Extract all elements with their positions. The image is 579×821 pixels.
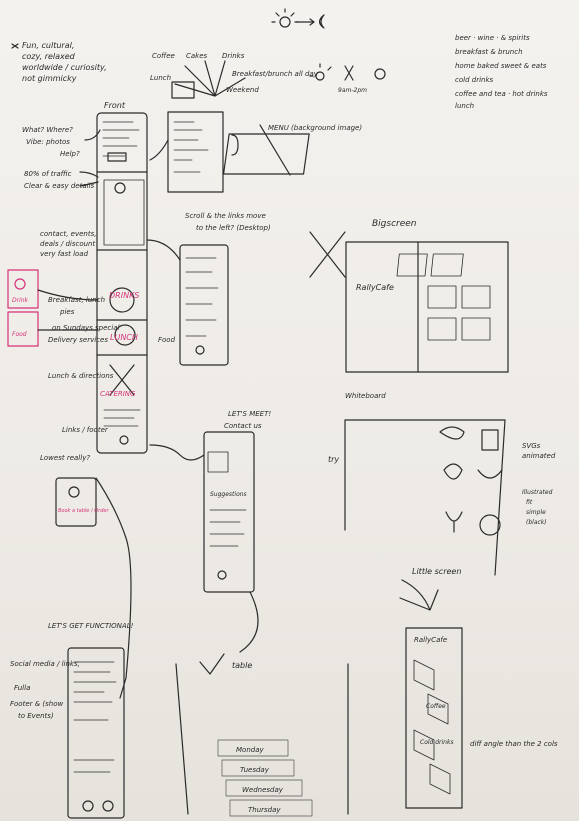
svg-text:MENU (background image): MENU (background image) [268, 124, 362, 132]
menu-page-sketch: MENU (background image) [167, 111, 362, 193]
svg-text:try: try [328, 455, 339, 464]
svg-text:RallyCafe: RallyCafe [414, 636, 447, 644]
svg-text:Coffee: Coffee [426, 703, 446, 710]
svg-text:home baked sweet & eats: home baked sweet & eats [455, 62, 547, 70]
front-label: Front [104, 101, 126, 110]
svg-text:Vibe: photos: Vibe: photos [26, 138, 70, 146]
svg-text:LET'S GET FUNCTIONAL!: LET'S GET FUNCTIONAL! [48, 622, 134, 630]
svg-text:diff angle than the 2 cols: diff angle than the 2 cols [470, 740, 558, 748]
scroll-note: Scroll & the links move [185, 212, 266, 220]
svg-text:Delivery services: Delivery services [48, 336, 108, 344]
svg-text:Book a table / Order: Book a table / Order [58, 508, 109, 514]
svg-text:not gimmicky: not gimmicky [22, 74, 77, 83]
svg-text:Tuesday: Tuesday [240, 766, 270, 774]
svg-text:table: table [232, 661, 252, 670]
food-phone-sketch: Food [158, 244, 229, 366]
svg-text:cold drinks: cold drinks [455, 76, 494, 84]
svg-text:Suggestions: Suggestions [210, 491, 247, 498]
svg-text:What? Where?: What? Where? [22, 126, 73, 134]
svg-text:Footer & (show: Footer & (show [10, 700, 64, 708]
svg-text:worldwide / curiosity,: worldwide / curiosity, [22, 63, 107, 72]
svg-text:RallyCafe: RallyCafe [356, 283, 394, 292]
svg-text:simple: simple [526, 509, 546, 516]
svg-text:Food: Food [12, 331, 27, 338]
svg-text:(black): (black) [526, 519, 547, 526]
svg-text:SVGs: SVGs [522, 442, 541, 450]
svg-text:Wednesday: Wednesday [242, 786, 284, 794]
svg-text:Bigscreen: Bigscreen [372, 219, 417, 229]
svg-text:Cold drinks: Cold drinks [420, 739, 454, 746]
svg-text:lunch: lunch [455, 102, 474, 110]
svg-text:cozy, relaxed: cozy, relaxed [22, 52, 76, 61]
little-screen-sketch: Little screen RallyCafe Coffee Cold drin… [399, 567, 558, 809]
svg-text:Lowest really?: Lowest really? [40, 454, 90, 462]
sun-moon-icons: 9am-2pm [271, 8, 386, 94]
svg-text:coffee and tea · hot drinks: coffee and tea · hot drinks [455, 90, 548, 98]
svg-text:Lunch & directions: Lunch & directions [48, 372, 114, 380]
flow-lines [95, 139, 259, 699]
svg-text:deals / discount: deals / discount [40, 240, 95, 248]
notes-top-left: Fun, cultural, cozy, relaxed worldwide /… [11, 41, 107, 83]
svg-text:Weekend: Weekend [226, 86, 259, 94]
svg-text:Illustrated: Illustrated [522, 489, 553, 496]
contact-phone-sketch: LET'S MEET! Contact us Suggestions [203, 410, 271, 593]
svg-text:animated: animated [522, 452, 556, 460]
svg-text:Fulla: Fulla [14, 684, 30, 692]
svg-text:Clear & easy details: Clear & easy details [24, 182, 95, 190]
notes-left-mid: contact, events, deals / discount very f… [40, 230, 96, 258]
svg-text:Monday: Monday [236, 746, 264, 754]
svg-text:80% of traffic: 80% of traffic [24, 170, 72, 178]
svg-text:fit: fit [526, 499, 533, 506]
phone-mockup-main: DRINKS LUNCH CATERING [96, 112, 148, 454]
svg-text:Lunch: Lunch [150, 74, 171, 82]
svg-text:Help?: Help? [60, 150, 80, 158]
svg-text:contact, events,: contact, events, [40, 230, 96, 238]
svg-text:Whiteboard: Whiteboard [345, 392, 386, 400]
svg-text:Cakes: Cakes [186, 52, 208, 60]
menu-words-cluster: Coffee Cakes Drinks Lunch Breakfast/brun… [150, 52, 319, 99]
svg-text:Links / footer: Links / footer [62, 426, 109, 434]
whiteboard-sketch: Whiteboard try SVGs animated Illustrated… [328, 392, 556, 576]
bigscreen-sketch: Bigscreen RallyCafe [309, 219, 509, 373]
svg-text:on Sundays special: on Sundays special [52, 324, 119, 332]
svg-text:DRINKS: DRINKS [109, 291, 139, 300]
svg-text:to Events): to Events) [18, 712, 54, 720]
svg-text:Drinks: Drinks [222, 52, 245, 60]
functional-phone-sketch: LET'S GET FUNCTIONAL! Social media / lin… [10, 622, 134, 819]
svg-text:Thursday: Thursday [248, 806, 281, 814]
svg-text:Breakfast, lunch: Breakfast, lunch [48, 296, 105, 304]
svg-text:9am-2pm: 9am-2pm [338, 87, 367, 94]
notes-books: Links / footer Lowest really? [40, 426, 109, 462]
notes-left-questions: What? Where? Vibe: photos Help? 80% of t… [22, 126, 101, 190]
notes-top-right: beer · wine · & spirits breakfast & brun… [455, 34, 548, 110]
svg-text:Breakfast/brunch all day: Breakfast/brunch all day [232, 70, 319, 78]
svg-text:Little screen: Little screen [412, 567, 461, 576]
svg-text:LET'S MEET!: LET'S MEET! [228, 410, 271, 418]
svg-text:breakfast & brunch: breakfast & brunch [455, 48, 523, 56]
svg-text:Social media / links,: Social media / links, [10, 660, 80, 668]
svg-text:LUNCH: LUNCH [110, 333, 138, 342]
svg-text:to the left? (Desktop): to the left? (Desktop) [196, 224, 271, 232]
svg-text:Drink: Drink [12, 297, 29, 304]
pink-side-cards: Drink Food [7, 269, 99, 347]
table-weekdays-sketch: table Monday Tuesday Wednesday Thursday [175, 653, 349, 817]
svg-text:very fast load: very fast load [40, 250, 89, 258]
svg-text:beer · wine · & spirits: beer · wine · & spirits [455, 34, 530, 42]
svg-text:Food: Food [158, 336, 176, 344]
svg-text:Fun, cultural,: Fun, cultural, [22, 41, 74, 50]
notes-left-low: Breakfast, lunch pies on Sundays special… [48, 296, 119, 380]
svg-text:Contact us: Contact us [224, 422, 262, 430]
svg-text:Coffee: Coffee [152, 52, 175, 60]
book-table-card: Book a table / Order [55, 477, 109, 527]
svg-text:pies: pies [59, 308, 75, 316]
svg-text:CATERING: CATERING [100, 390, 136, 398]
